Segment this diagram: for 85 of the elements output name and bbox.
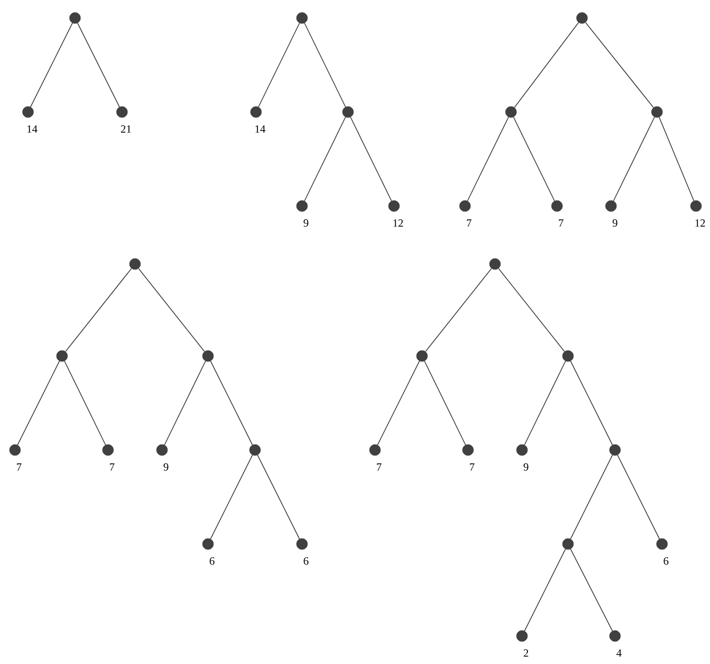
tree-edge (304, 116, 346, 202)
tree-node (609, 444, 621, 456)
leaf-label: 6 (664, 557, 668, 565)
tree-node (129, 258, 141, 270)
leaf-label: 12 (393, 219, 403, 227)
tree-edge (425, 268, 492, 352)
leaf-label: 6 (210, 557, 214, 565)
leaf-label: 6 (304, 557, 308, 565)
tree-node (202, 538, 214, 550)
tree-node (690, 200, 702, 212)
leaf-label: 7 (376, 463, 382, 471)
tree-edge (304, 22, 346, 108)
tree-node (516, 630, 528, 642)
leaf-label: 14 (255, 125, 266, 133)
tree-edge (513, 116, 555, 202)
leaf-label: 7 (558, 219, 564, 227)
tree-edge (210, 360, 253, 446)
tree-node (576, 12, 588, 24)
tree-node (102, 444, 114, 456)
tree-node (388, 200, 400, 212)
leaf-label: 9 (524, 463, 528, 471)
tree-node (609, 630, 621, 642)
tree-edge (514, 22, 579, 108)
tree-node (369, 444, 381, 456)
tree-node (489, 258, 501, 270)
tree-node (296, 12, 308, 24)
tree-edge (570, 360, 613, 446)
tree-edge (498, 268, 565, 352)
leaf-label: 7 (16, 463, 22, 471)
tree-edge (424, 360, 466, 446)
tree-node (9, 444, 21, 456)
tree-edge (77, 22, 120, 108)
tree-edge (570, 548, 613, 632)
leaf-label: 9 (164, 463, 168, 471)
leaf-label: 9 (612, 219, 618, 227)
tree-node (605, 200, 617, 212)
tree-node (69, 12, 81, 24)
tree-node (562, 350, 574, 362)
leaf-label: 12 (695, 219, 705, 227)
tree-node (296, 538, 308, 550)
tree-node (249, 444, 261, 456)
tree-edge (210, 454, 253, 540)
tree-node (551, 200, 563, 212)
tree-node (116, 106, 128, 118)
tree-node (296, 200, 308, 212)
tree-edge (258, 22, 300, 108)
tree-edge (467, 116, 509, 202)
leaf-label: 7 (466, 219, 472, 227)
tree-node (202, 350, 214, 362)
tree-edge (17, 360, 60, 446)
tree-node (250, 106, 262, 118)
tree-edge (64, 360, 106, 446)
tree-edge (257, 454, 300, 540)
leaf-label: 4 (616, 649, 622, 657)
tree-node (56, 350, 68, 362)
tree-edge (138, 268, 205, 352)
tree-node (505, 106, 517, 118)
tree-edge (658, 116, 694, 202)
tree-node (651, 106, 663, 118)
leaf-label: 7 (110, 463, 114, 471)
tree-node (656, 538, 668, 550)
tree-node (562, 538, 574, 550)
tree-edge (617, 454, 660, 540)
leaf-label: 7 (470, 463, 474, 471)
tree-node (459, 200, 471, 212)
tree-edge (524, 360, 566, 446)
leaf-label: 14 (27, 125, 38, 133)
tree-edge (524, 548, 566, 632)
tree-edge (585, 22, 654, 108)
tree-edge (65, 268, 132, 352)
leaf-label: 21 (121, 125, 131, 133)
tree-edge (570, 454, 613, 540)
tree-node (342, 106, 354, 118)
tree-edge (377, 360, 420, 446)
tree-node (516, 444, 528, 456)
tree-node (416, 350, 428, 362)
tree-node (156, 444, 168, 456)
leaf-label: 2 (524, 649, 528, 657)
tree-node (462, 444, 474, 456)
leaf-label: 9 (304, 219, 308, 227)
tree-edge (350, 116, 392, 202)
tree-edge (613, 116, 655, 202)
tree-edge (164, 360, 206, 446)
tree-edge (30, 22, 73, 108)
tree-node (22, 106, 34, 118)
